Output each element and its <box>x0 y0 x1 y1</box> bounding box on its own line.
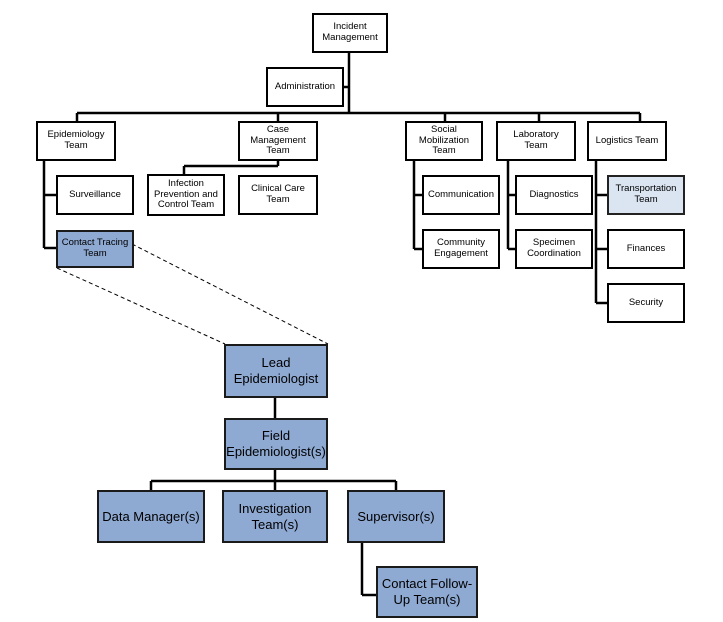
finances-label: Finances <box>626 242 666 254</box>
contact-follow-up-team-label: Contact Follow- Up Team(s) <box>381 576 473 607</box>
laboratory-team-label: Laboratory Team <box>513 129 559 151</box>
contact-tracing-team-label: Contact Tracing Team <box>61 237 129 259</box>
lead-epidemiologist-box: Lead Epidemiologist <box>224 344 328 398</box>
investigation-team-label: Investigation Team(s) <box>238 500 312 532</box>
social-mobilization-team-label: Social Mobilization Team <box>418 123 470 157</box>
infection-prevention-control-team-box: Infection Prevention and Control Team <box>147 174 225 216</box>
social-mobilization-team-box: Social Mobilization Team <box>405 121 483 161</box>
specimen-coordination-label: Specimen Coordination <box>527 237 581 259</box>
case-management-team-label: Case Management Team <box>250 123 306 157</box>
transportation-team-label: Transportation Team <box>615 183 677 205</box>
supervisors-label: Supervisor(s) <box>357 508 435 524</box>
clinical-care-team-label: Clinical Care Team <box>251 183 305 205</box>
supervisors-box: Supervisor(s) <box>347 490 445 543</box>
security-box: Security <box>607 283 685 323</box>
contact-tracing-team-box: Contact Tracing Team <box>56 230 134 268</box>
infection-prevention-control-team-label: Infection Prevention and Control Team <box>154 177 218 211</box>
administration-box: Administration <box>266 67 344 107</box>
surveillance-box: Surveillance <box>56 175 134 215</box>
community-engagement-label: Community Engagement <box>434 237 488 259</box>
administration-label: Administration <box>274 80 336 92</box>
field-epidemiologists-label: Field Epidemiologist(s) <box>226 428 326 459</box>
specimen-coordination-box: Specimen Coordination <box>515 229 593 269</box>
case-management-team-box: Case Management Team <box>238 121 318 161</box>
field-epidemiologists-box: Field Epidemiologist(s) <box>224 418 328 470</box>
finances-box: Finances <box>607 229 685 269</box>
laboratory-team-box: Laboratory Team <box>496 121 576 161</box>
logistics-team-label: Logistics Team <box>595 134 659 146</box>
epidemiology-team-label: Epidemiology Team <box>47 129 105 151</box>
community-engagement-box: Community Engagement <box>422 229 500 269</box>
contact-follow-up-team-box: Contact Follow- Up Team(s) <box>376 566 478 618</box>
surveillance-label: Surveillance <box>69 188 121 200</box>
communication-label: Communication <box>428 188 494 200</box>
incident-management-box: Incident Management <box>312 13 388 53</box>
clinical-care-team-box: Clinical Care Team <box>238 175 318 215</box>
communication-box: Communication <box>422 175 500 215</box>
epidemiology-team-box: Epidemiology Team <box>36 121 116 161</box>
security-label: Security <box>628 296 664 308</box>
diagnostics-box: Diagnostics <box>515 175 593 215</box>
diagnostics-label: Diagnostics <box>529 188 579 200</box>
lead-epidemiologist-label: Lead Epidemiologist <box>233 355 319 386</box>
data-managers-box: Data Manager(s) <box>97 490 205 543</box>
incident-management-label: Incident Management <box>322 21 378 43</box>
investigation-team-box: Investigation Team(s) <box>222 490 328 543</box>
logistics-team-box: Logistics Team <box>587 121 667 161</box>
data-managers-label: Data Manager(s) <box>102 508 200 524</box>
transportation-team-box: Transportation Team <box>607 175 685 215</box>
